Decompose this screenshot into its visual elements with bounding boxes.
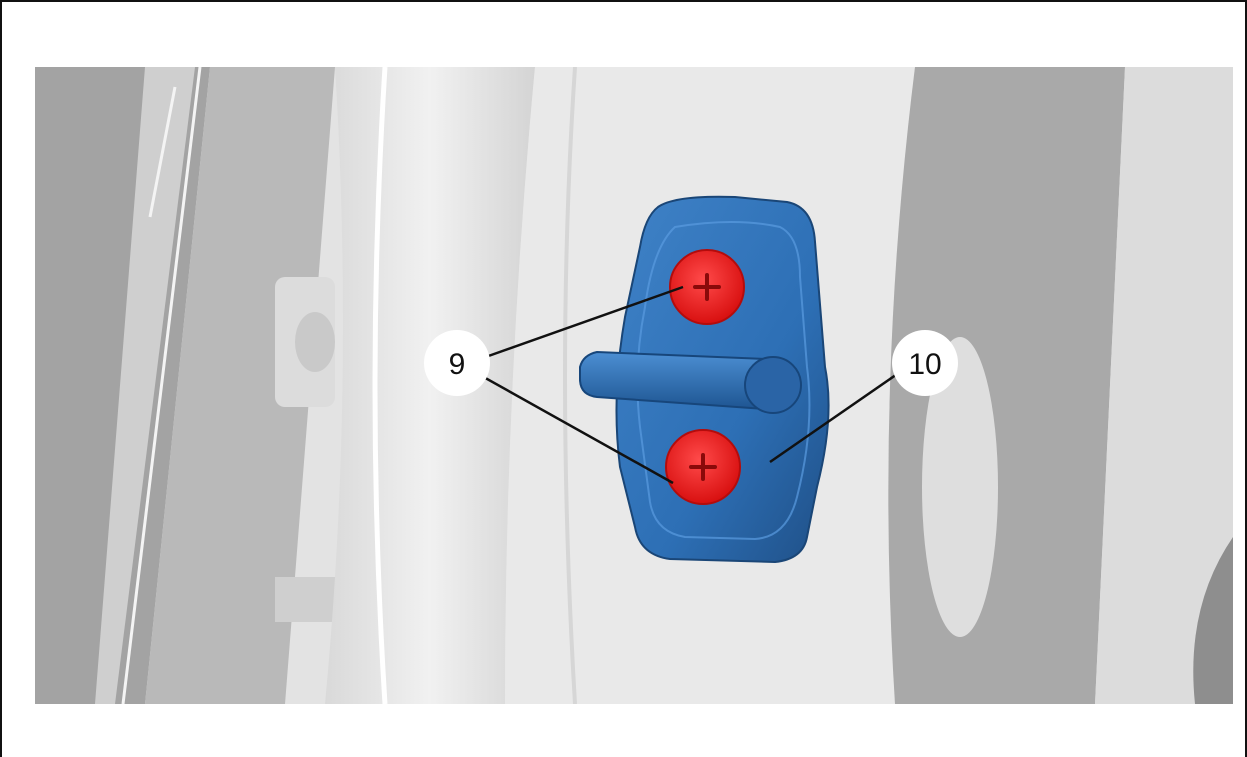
door-striker-illustration: 9 10 [35,67,1233,704]
leader-line-10 [769,368,904,464]
door-seal-strip [95,67,195,704]
screw-lower [665,429,741,505]
seal-line-2 [148,86,177,218]
right-corner-shadow [1193,537,1233,704]
leader-line-9-upper [479,285,684,361]
striker-plate-inner [636,221,811,541]
door-edge-mid [145,67,335,704]
center-panel-curve [563,67,577,704]
screw-upper [669,249,745,325]
callout-10: 10 [892,330,958,396]
callout-9-label: 9 [449,348,466,381]
callout-9: 9 [424,330,490,396]
callout-10-label: 10 [908,348,941,381]
b-pillar [325,67,535,704]
striker-loop-base [744,356,802,414]
seal-line-1 [121,67,202,704]
pillar-rib [372,67,388,704]
right-panel-opening [922,337,998,637]
leader-line-9-lower [479,373,674,485]
right-edge-panel [1095,67,1233,704]
door-hole [295,312,335,372]
